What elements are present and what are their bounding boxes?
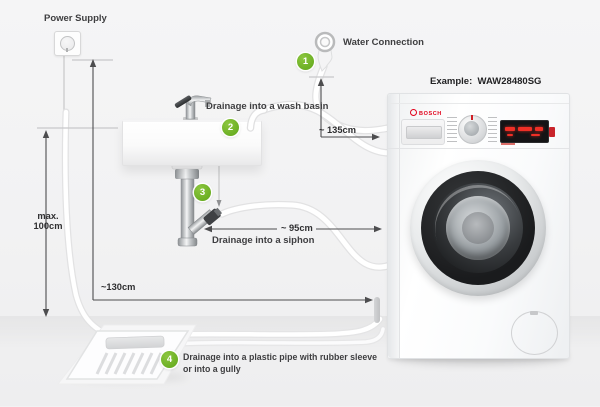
machine-top-seam [388, 103, 569, 104]
power-supply-label: Power Supply [44, 13, 107, 24]
measurement-lines [42, 59, 382, 317]
bosch-anchor-icon [410, 109, 417, 116]
drainage-gully-label-line1: Drainage into a plastic pipe with rubber… [183, 352, 378, 362]
bosch-logo-text: BOSCH [419, 111, 442, 117]
drawer-handle [406, 126, 442, 139]
washing-machine: BOSCH [387, 93, 570, 359]
step-badge-2: 2 [222, 119, 239, 136]
door-hub [462, 212, 494, 244]
example-label: Example: WAW28480SG [430, 76, 541, 87]
program-list-text-right [488, 117, 497, 142]
drain-hose-measurement: ~ 95cm [281, 223, 313, 233]
example-word: Example: [430, 76, 473, 87]
panel-divider [388, 148, 569, 149]
inlet-hose-measurement: ~ 135cm [319, 125, 356, 135]
program-dial [458, 115, 487, 144]
floor-drain-gully [56, 324, 197, 385]
power-outlet-icon [54, 31, 81, 56]
led-display [500, 120, 549, 143]
display-segment [507, 134, 513, 136]
display-segment [505, 127, 515, 131]
drain-hose-holder [374, 297, 380, 323]
socket-pin [66, 48, 68, 52]
step-badge-1: 1 [297, 53, 314, 70]
hose-connector [203, 207, 223, 226]
max-height-line2: 100cm [33, 221, 63, 231]
basin-hose-hook [246, 106, 268, 132]
step-badge-4: 4 [161, 351, 178, 368]
example-model: WAW28480SG [477, 76, 542, 87]
service-flap-notch [530, 311, 538, 315]
drainage-basin-label: Drainage into a wash basin [206, 101, 329, 112]
detergent-drawer [401, 119, 445, 145]
machine-side-panel [388, 94, 400, 358]
service-flap [511, 311, 558, 355]
start-button [549, 127, 555, 137]
basin-drain-hose [260, 100, 404, 157]
display-segment [535, 127, 543, 131]
dial-pointer [471, 115, 473, 120]
reference-ticks [37, 59, 334, 129]
gully-drain-hose [61, 108, 116, 341]
bosch-logo: BOSCH [410, 109, 442, 117]
siphon-drain-hose [218, 200, 402, 271]
machine-door [410, 160, 546, 296]
display-segment [531, 134, 540, 136]
water-tap-icon [314, 31, 336, 72]
step-badge-3: 3 [194, 184, 211, 201]
program-list-text [447, 117, 457, 142]
display-segment [518, 127, 532, 131]
drainage-gully-label-line2: or into a gully [183, 364, 241, 374]
red-label [501, 143, 515, 145]
floor-width-measurement: ~130cm [101, 282, 136, 292]
drainage-siphon-label: Drainage into a siphon [212, 235, 315, 246]
max-height-measurement: max. 100cm [28, 211, 68, 231]
max-height-line1: max. [37, 211, 59, 221]
water-connection-label: Water Connection [343, 37, 424, 48]
dial-knob [464, 121, 479, 136]
